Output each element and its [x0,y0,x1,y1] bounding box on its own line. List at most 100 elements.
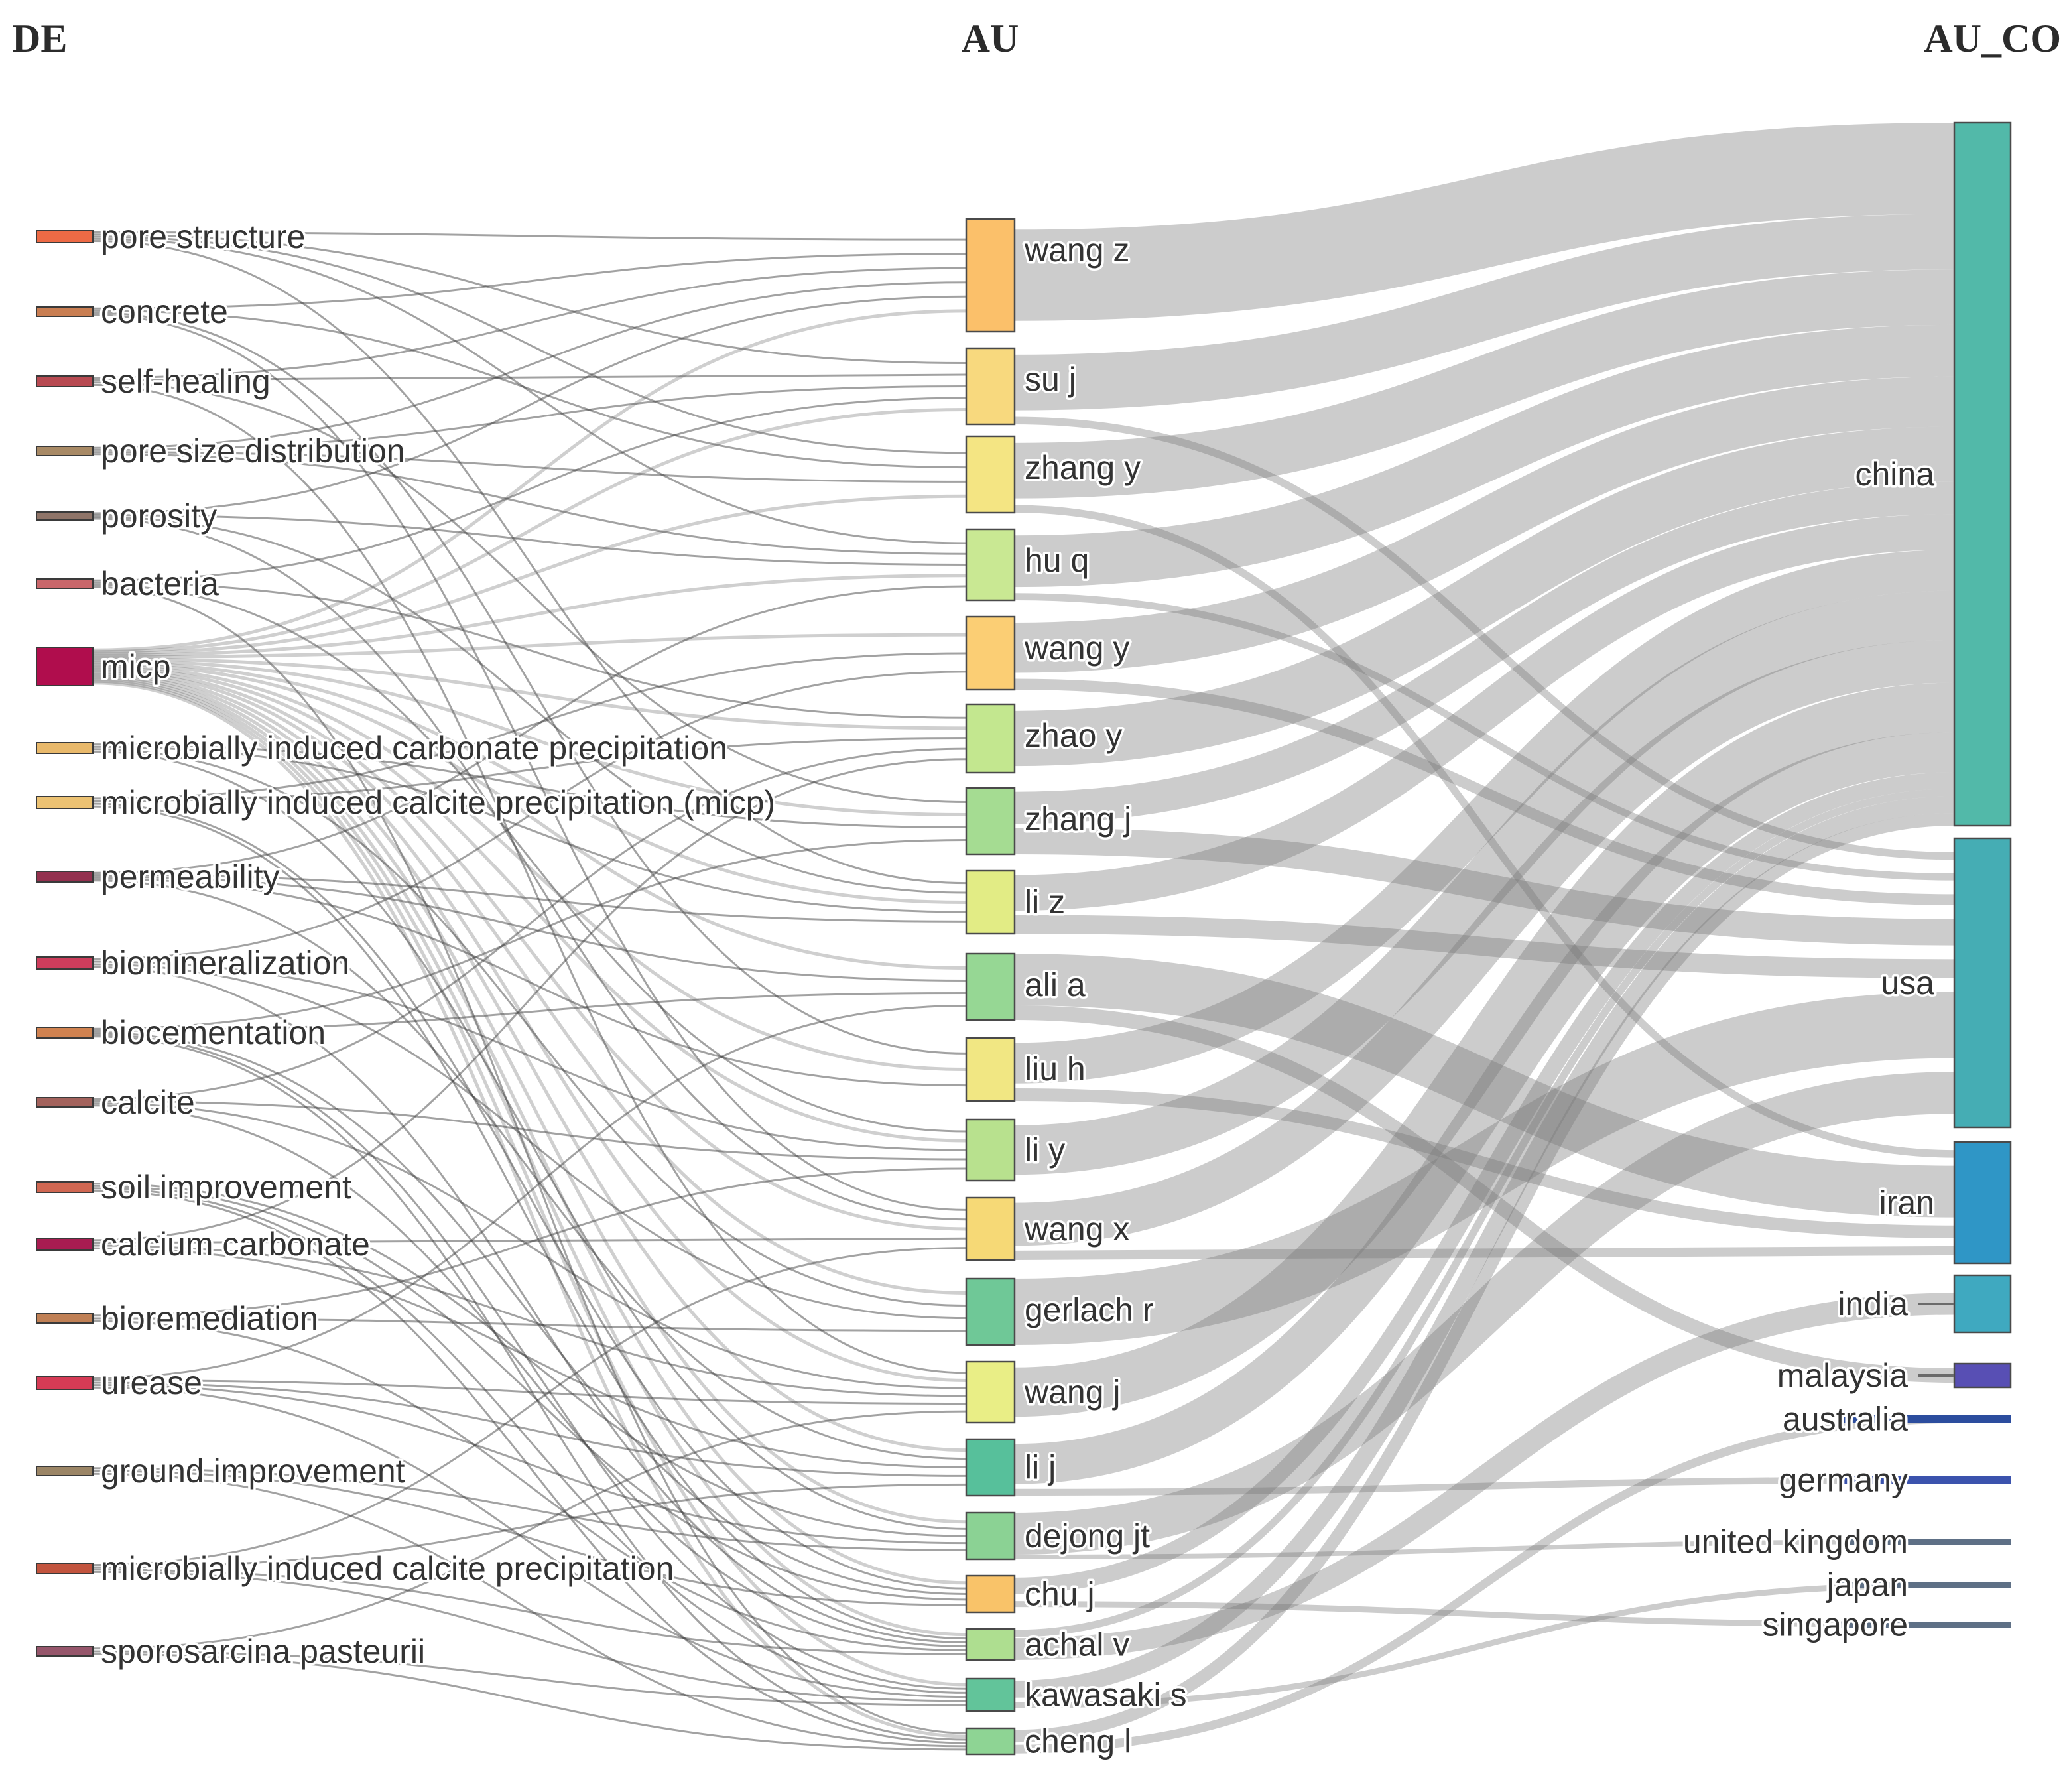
de-node-label: bioremediation [101,1300,318,1337]
link-de-au [92,1183,967,1537]
link-de-au [92,745,967,913]
au-node [965,1574,1016,1614]
link-au-co [1014,269,1955,499]
link-de-au [92,750,967,1530]
link-au-co [1014,1476,1955,1496]
link-de-au [92,397,967,582]
link-au-co [1014,416,1955,860]
link-au-co [1014,214,1955,411]
link-au-co [1014,639,1955,1246]
link-de-au [92,659,967,816]
co-node [1953,1141,2012,1265]
co-node [1953,837,2012,1129]
link-au-co [1014,123,1955,321]
link-de-au [92,1187,967,1694]
link-de-au [92,879,967,1460]
au-co-links-layer [1014,123,1955,1754]
de-node [36,956,94,970]
link-de-au [92,1244,967,1397]
column-header-au: AU [962,17,1019,60]
link-de-au [92,1483,967,1568]
link-au-co [1014,324,1955,588]
co-leader-line [1918,1374,1954,1377]
de-node [36,1238,94,1251]
au-node-label: kawasaki s [1025,1677,1187,1714]
au-node [965,703,1016,774]
au-node [965,615,1016,691]
link-de-au [92,585,967,874]
au-node [965,1511,1016,1561]
link-au-co [1014,1415,1955,1754]
de-node [36,1097,94,1108]
link-au-co [1014,1582,1955,1708]
au-node [965,1118,1016,1182]
link-de-au [92,672,967,1452]
link-de-au [92,671,967,960]
au-node [965,787,1016,856]
de-node-label: urease [101,1364,202,1401]
au-node-label: wang z [1024,231,1129,269]
link-au-co [1014,1246,1955,1260]
link-de-au [92,309,967,469]
link-au-co [1014,1539,1955,1559]
de-node [36,578,94,589]
link-de-au [92,678,967,1637]
link-de-au [92,373,967,381]
au-node-label: dejong jt [1025,1517,1150,1555]
link-de-au [92,877,967,1087]
au-node [965,435,1016,514]
au-node-label: chu j [1025,1576,1095,1613]
au-node-label: zhang y [1025,449,1141,486]
au-node-label: wang x [1024,1210,1129,1248]
link-de-au [92,267,967,379]
link-au-co [1014,788,1955,1637]
link-de-au [92,494,967,655]
link-de-au [92,681,967,1738]
link-de-au [92,1033,967,1690]
link-au-co [1014,426,1955,767]
link-de-au [92,966,967,1644]
link-de-au [92,748,967,1307]
link-au-co [1014,954,1955,1218]
link-de-au [92,309,967,652]
au-node-label: wang y [1024,629,1129,667]
de-node-label: concrete [101,293,228,330]
link-de-au [92,1650,967,1706]
link-de-au [92,385,967,451]
de-node [36,306,94,317]
link-de-au [92,758,967,1242]
de-node [36,1313,94,1324]
au-node-label: liu h [1025,1051,1086,1088]
co-leader-line [1918,1303,1954,1305]
link-de-au [92,312,967,1055]
au-node [965,1196,1016,1261]
link-de-au [92,1031,967,1595]
link-au-co [1014,593,1955,881]
de-node [36,742,94,754]
link-de-au [92,747,967,1100]
de-node [36,446,94,456]
au-node-label: zhang j [1025,800,1131,838]
link-au-co [1014,1088,1955,1238]
link-au-co [1014,505,1955,1158]
column-header-de: DE [12,17,67,60]
link-au-co [1014,1005,1955,1383]
de-node [36,1563,94,1574]
link-au-co [1014,514,1955,911]
de-node-label: microbially induced carbonate precipitat… [101,730,727,767]
link-de-au [92,667,967,1231]
au-node-label: ali a [1025,966,1086,1003]
de-node-label: pore size distribution [101,432,405,470]
au-node-label: li y [1025,1131,1065,1169]
link-de-au [92,674,967,1524]
link-de-au [92,383,967,1374]
au-node [965,1037,1016,1102]
co-node [1953,121,2012,827]
link-de-au [92,1237,967,1244]
link-de-au [92,805,967,1640]
link-de-au [92,1189,967,1744]
link-de-au [92,239,967,885]
link-de-au [92,1379,967,1405]
link-de-au [92,574,967,657]
au-node [965,1438,1016,1497]
